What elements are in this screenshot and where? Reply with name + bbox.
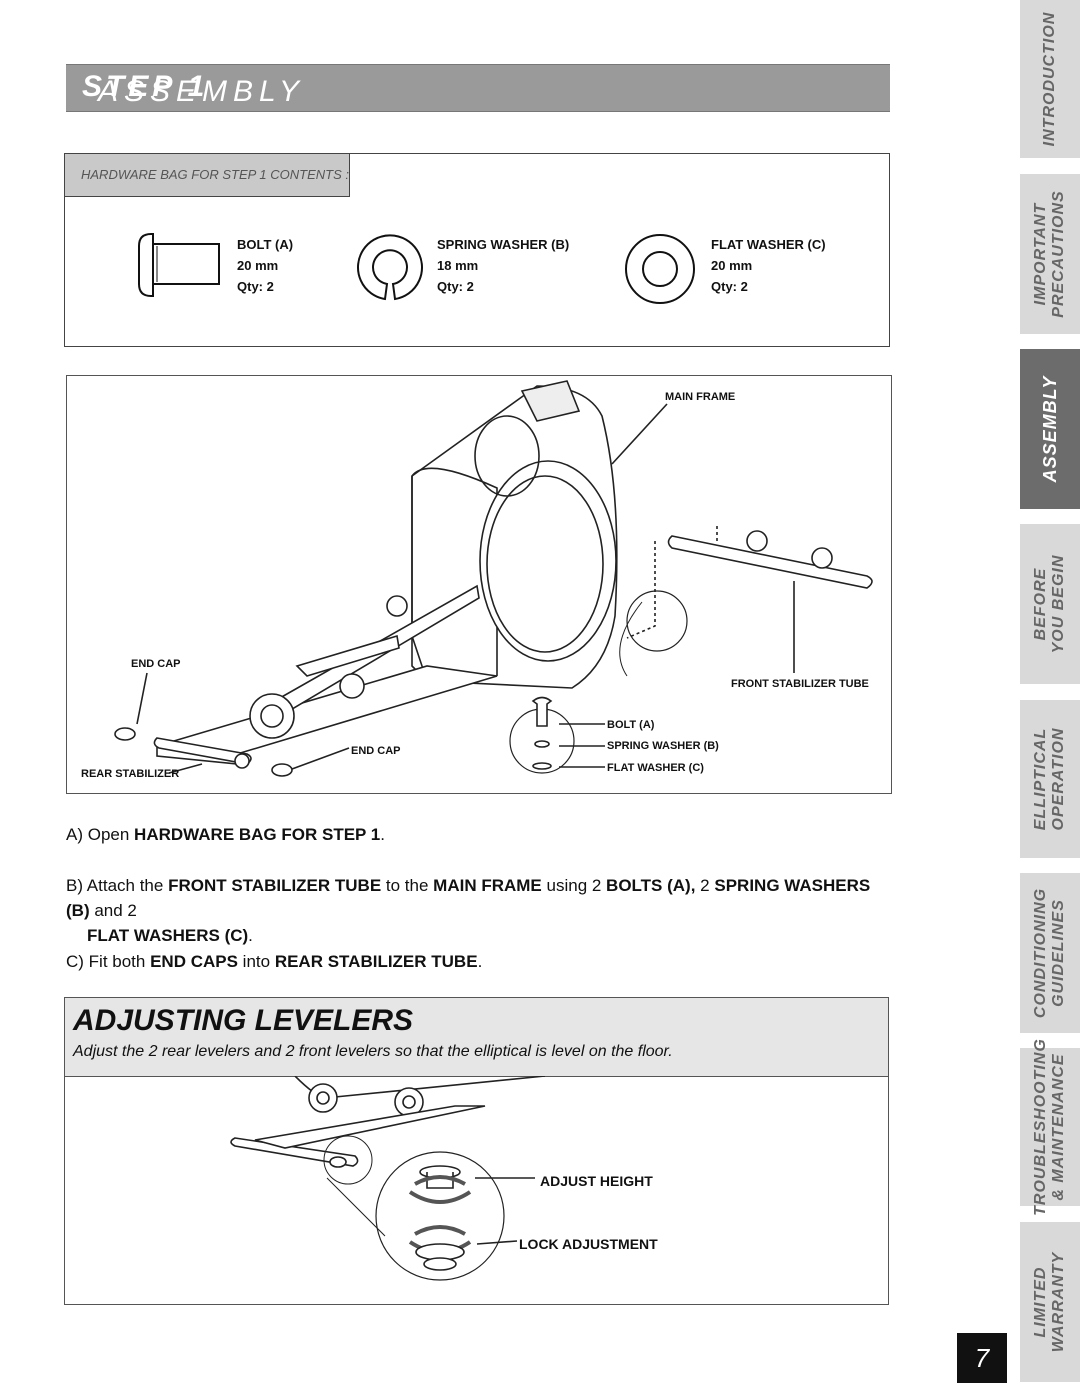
label-bolt: BOLT (A)	[607, 719, 655, 731]
instr-c-text-1: C) Fit both	[66, 952, 151, 971]
instr-b-bold-5: FLAT WASHERS (C)	[87, 926, 249, 945]
instr-a-bold: HARDWARE BAG FOR STEP 1	[134, 825, 381, 844]
levelers-header: ADJUSTING LEVELERS Adjust the 2 rear lev…	[65, 998, 888, 1077]
instruction-b: B) Attach the FRONT STABILIZER TUBE to t…	[66, 873, 886, 948]
instr-b-text-6: .	[248, 926, 253, 945]
bolt-spec: BOLT (A) 20 mm Qty: 2	[237, 234, 293, 297]
spring-washer-size: 18 mm	[437, 258, 479, 273]
instr-b-text-3: using 2	[541, 876, 607, 895]
label-main-frame: MAIN FRAME	[665, 391, 736, 403]
instruction-a: A) Open HARDWARE BAG FOR STEP 1.	[66, 822, 385, 847]
bolt-name: BOLT (A)	[237, 237, 294, 252]
side-tab-assembly-label: ASSEMBLY	[1040, 375, 1060, 483]
label-end-cap-left: END CAP	[131, 658, 181, 670]
hardware-bag-tab: HARDWARE BAG FOR STEP 1 CONTENTS :	[65, 154, 350, 197]
label-lock-adjustment: LOCK ADJUSTMENT	[519, 1236, 658, 1252]
label-flat-washer: FLAT WASHER (C)	[607, 762, 704, 774]
side-tab-troubleshooting-label: TROUBLESHOOTING& MAINTENANCE	[1032, 1038, 1067, 1216]
hardware-bag-label: HARDWARE BAG FOR STEP 1 CONTENTS :	[81, 167, 349, 182]
label-spring-washer: SPRING WASHER (B)	[607, 740, 719, 752]
flat-washer-qty: Qty: 2	[711, 279, 748, 294]
levelers-title: ADJUSTING LEVELERS	[73, 1004, 414, 1037]
flat-washer-size: 20 mm	[711, 258, 753, 273]
instr-b-text-2: to the	[381, 876, 434, 895]
instr-b-text-4: 2	[695, 876, 715, 895]
side-tab-introduction[interactable]: INTRODUCTION	[1020, 0, 1080, 158]
hardware-bag-box: HARDWARE BAG FOR STEP 1 CONTENTS : BOLT …	[64, 153, 890, 347]
instr-b-bold-2: MAIN FRAME	[433, 876, 542, 895]
bolt-size: 20 mm	[237, 258, 279, 273]
side-tab-troubleshooting[interactable]: TROUBLESHOOTING& MAINTENANCE	[1020, 1038, 1080, 1216]
instr-b-text-5: and 2	[89, 901, 137, 920]
flat-washer-name: FLAT WASHER (C)	[711, 237, 826, 252]
assembly-diagram: MAIN FRAME END CAP END CAP REAR STABILIZ…	[66, 375, 892, 794]
instr-c-bold-1: END CAPS	[150, 952, 238, 971]
instr-b-bold-3: BOLTS (A),	[606, 876, 696, 895]
spring-washer-qty: Qty: 2	[437, 279, 474, 294]
label-rear-stabilizer: REAR STABILIZER	[81, 768, 180, 780]
levelers-subtitle: Adjust the 2 rear levelers and 2 front l…	[73, 1043, 673, 1060]
instr-c-text-3: .	[477, 952, 483, 971]
section-title: ASSEMBLY STEP 1	[82, 70, 299, 108]
instr-a-text: A) Open	[66, 825, 135, 844]
flat-washer-spec: FLAT WASHER (C) 20 mm Qty: 2	[711, 234, 826, 297]
label-adjust-height: ADJUST HEIGHT	[540, 1173, 653, 1189]
side-tab-introduction-label: INTRODUCTION	[1041, 11, 1058, 147]
spring-washer-icon	[357, 234, 423, 301]
side-tab-assembly[interactable]: ASSEMBLY	[1020, 349, 1080, 509]
label-end-cap-right: END CAP	[351, 745, 401, 757]
bolt-qty: Qty: 2	[237, 279, 274, 294]
instruction-c: C) Fit both END CAPS into REAR STABILIZE…	[66, 949, 482, 974]
instr-b-bold-4: SPRING WASHERS (B)	[66, 876, 871, 920]
title-bold-text: STEP 1	[82, 70, 209, 103]
label-front-stabilizer: FRONT STABILIZER TUBE	[731, 678, 869, 690]
instr-c-bold-2: REAR STABILIZER TUBE	[274, 952, 478, 971]
page-number: 7	[957, 1333, 1007, 1383]
instr-b-bold-1: FRONT STABILIZER TUBE	[168, 876, 382, 895]
section-header-banner: ASSEMBLY STEP 1	[66, 64, 890, 112]
spring-washer-spec: SPRING WASHER (B) 18 mm Qty: 2	[437, 234, 569, 297]
leveler-illustration	[230, 1076, 546, 1281]
elliptical-illustration	[114, 380, 873, 777]
instr-b-text-1: B) Attach the	[66, 876, 169, 895]
bolt-icon	[138, 233, 220, 297]
title-light-text: ASSEMBLY	[98, 75, 305, 108]
instr-c-text-2: into	[237, 952, 275, 971]
adjusting-levelers-box: ADJUSTING LEVELERS Adjust the 2 rear lev…	[64, 997, 889, 1305]
flat-washer-icon	[625, 234, 695, 304]
spring-washer-name: SPRING WASHER (B)	[437, 237, 570, 252]
instr-a-end: .	[380, 825, 385, 844]
